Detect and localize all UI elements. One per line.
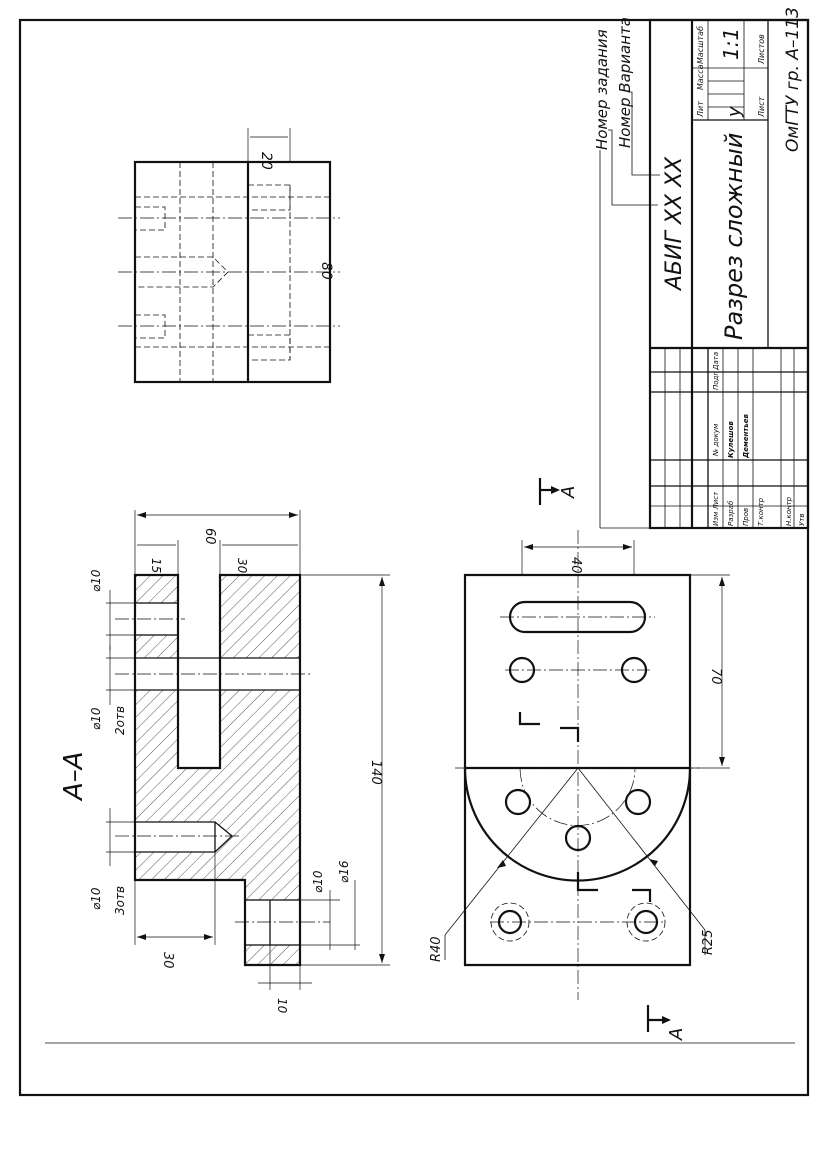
dim-hole-mid-note: 2отв	[113, 706, 127, 735]
col-lit-header: Лит	[696, 101, 705, 118]
leader-lines	[599, 91, 660, 529]
dim-len-60: 60	[202, 528, 217, 545]
cut-plane-letter-top: А	[558, 486, 579, 499]
task-number-leader: Номер задания	[593, 29, 611, 150]
dim-radius-25: R25	[701, 929, 716, 955]
col-scale-header: Масштаб	[696, 26, 705, 64]
col-date-header: Дата	[712, 352, 720, 371]
dim-len-10: 10	[275, 998, 289, 1014]
developer-name: Кулешов	[727, 421, 735, 458]
dim-hole-blind: ⌀10	[89, 887, 103, 910]
section-a-a	[106, 510, 390, 990]
dim-len-30-bottom: 30	[160, 952, 175, 969]
dim-plan-70: 70	[708, 668, 723, 685]
dim-hole-blind-note: 3отв	[113, 886, 127, 915]
drawing-title: Разрез сложный	[720, 133, 748, 340]
title-block	[648, 18, 810, 530]
col-sheet-header: Лист	[757, 96, 766, 118]
cut-plane-arrow-top	[538, 478, 560, 505]
side-view	[118, 128, 340, 384]
row-approved-label: Утв	[798, 514, 806, 526]
row-developed-label: Разраб	[727, 500, 735, 526]
row-norm-label: Н.контр	[785, 496, 793, 526]
col-doc-header: № докум	[712, 423, 720, 457]
letter-value: у	[724, 106, 745, 118]
dim-hole-top: ⌀10	[89, 569, 103, 592]
cut-plane-arrow-bottom	[646, 1005, 671, 1032]
dim-counterbore-small: ⌀10	[311, 870, 325, 893]
dim-width-80: 80	[318, 262, 334, 280]
row-checked-label: Пров	[742, 508, 750, 526]
plan-view	[444, 530, 730, 1000]
dim-hole-mid: ⌀10	[89, 707, 103, 730]
dim-radius-40: R40	[429, 936, 444, 962]
col-sheets-header: Листов	[757, 34, 766, 65]
organization-label: ОмГТУ гр. А–113	[783, 7, 803, 152]
checker-name: Дементьев	[742, 413, 750, 459]
dim-len-140: 140	[368, 760, 383, 785]
section-label: А–А	[59, 751, 89, 802]
dim-counterbore-large: ⌀16	[337, 860, 351, 883]
variant-number-leader: Номер Варианта	[616, 17, 634, 148]
cut-plane-letter-bottom: А	[666, 1028, 687, 1041]
col-mass-header: Масса	[696, 64, 705, 90]
col-changes-header: Изм Лист	[712, 491, 720, 526]
scale-value: 1:1	[719, 28, 743, 60]
drawing-code: АБИГ XX XX	[662, 156, 687, 292]
dim-width-20: 20	[258, 152, 274, 170]
dim-plan-40: 40	[568, 557, 583, 574]
dim-len-30-top: 30	[235, 558, 249, 574]
drawing-frame	[18, 18, 810, 1097]
dim-len-15: 15	[149, 558, 163, 573]
row-tech-label: Т.контр	[757, 497, 765, 526]
col-sign-header: Подп	[712, 371, 720, 390]
